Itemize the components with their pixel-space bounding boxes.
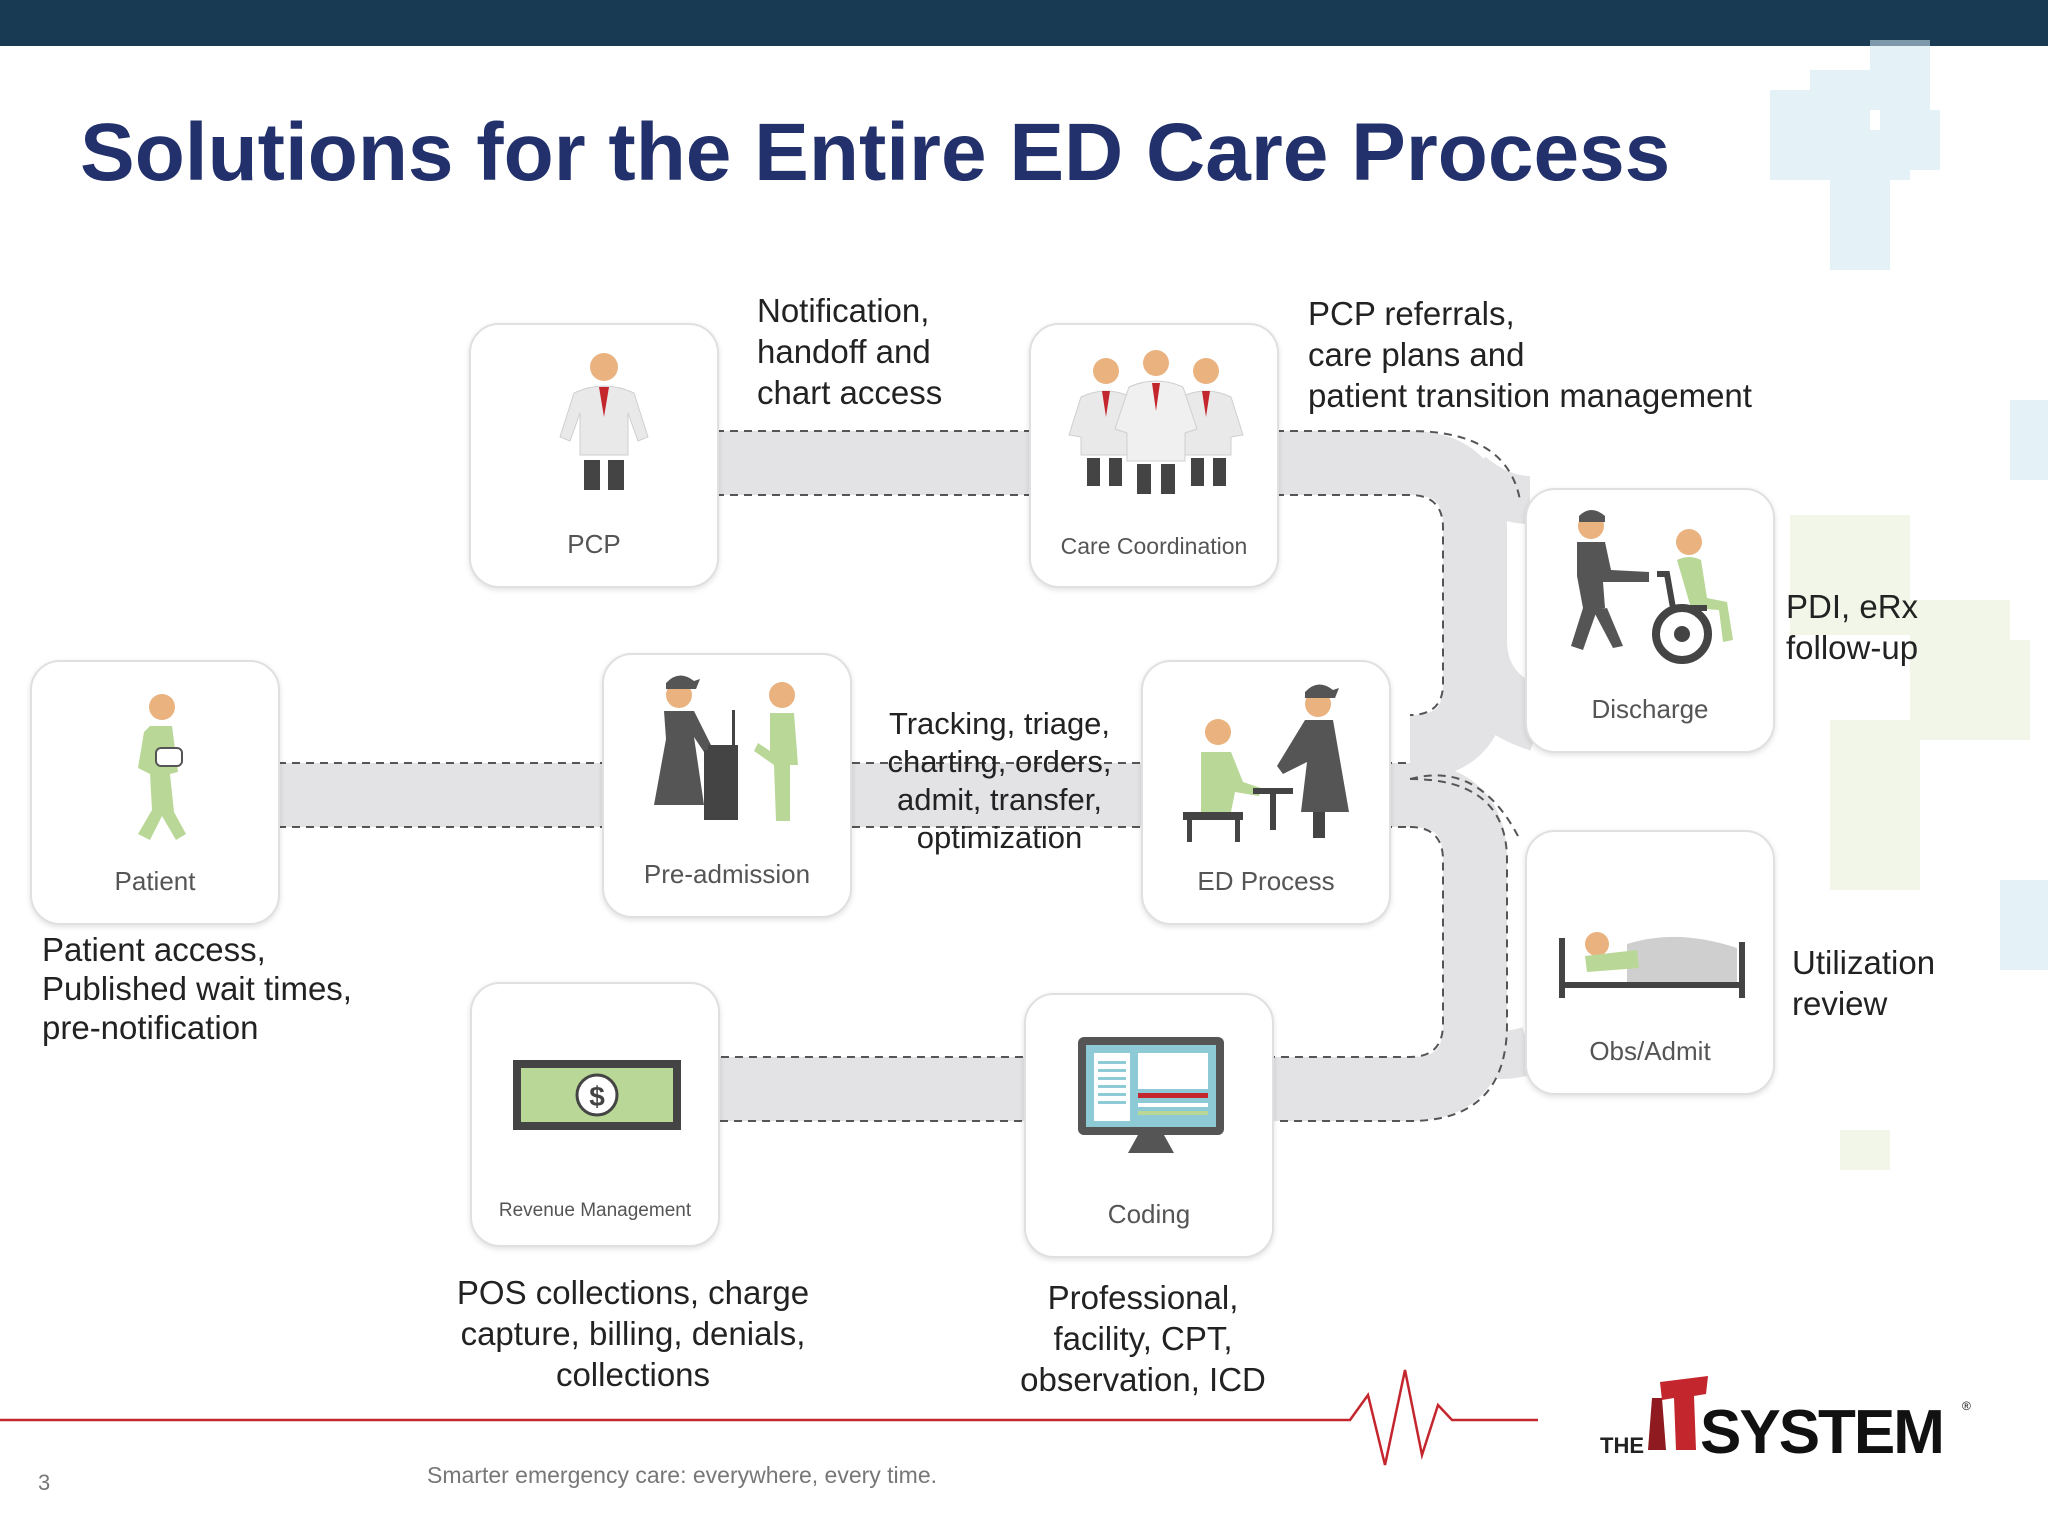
- node-patient: Patient: [30, 660, 280, 925]
- node-ed-process: ED Process: [1141, 660, 1391, 925]
- logo-name: SYSTEM: [1700, 1398, 1943, 1467]
- note-pdi-erx: PDI, eRx follow-up: [1786, 588, 1919, 666]
- node-obs-admit: Obs/Admit: [1525, 830, 1775, 1095]
- node-label-patient: Patient: [114, 866, 196, 896]
- note-tracking: Tracking, triage, charting, orders, admi…: [887, 706, 1112, 855]
- note-pcp-referrals: PCP referrals, care plans and patient tr…: [1308, 295, 1752, 414]
- wheelchair-icon: [1571, 510, 1733, 664]
- computer-monitor-icon: [1078, 1037, 1224, 1153]
- node-label-ed-process: ED Process: [1197, 866, 1335, 896]
- logo-prefix: THE: [1600, 1433, 1644, 1458]
- note-patient-access: Patient access, Published wait times, pr…: [42, 931, 352, 1046]
- node-label-discharge: Discharge: [1591, 694, 1709, 724]
- treatment-icon: [1183, 684, 1349, 842]
- care-team-icon: [1068, 350, 1244, 494]
- logo-registered: ®: [1962, 1399, 1971, 1413]
- node-label-coding: Coding: [1107, 1199, 1191, 1229]
- node-label-care-coordination: Care Coordination: [1060, 533, 1248, 559]
- node-care-coordination: Care Coordination: [1029, 323, 1279, 588]
- footer-tagline: Smarter emergency care: everywhere, ever…: [427, 1462, 938, 1488]
- node-label-pre-admission: Pre-admission: [643, 859, 811, 889]
- top-bar: [0, 0, 2048, 46]
- note-notification: Notification, handoff and chart access: [757, 292, 943, 411]
- node-label-obs-admit: Obs/Admit: [1589, 1036, 1711, 1066]
- walking-patient-icon: [138, 694, 186, 840]
- hospital-bed-icon: [1559, 932, 1745, 998]
- note-utilization: Utilization review: [1792, 944, 1936, 1022]
- node-label-pcp: PCP: [567, 529, 621, 559]
- t-system-logo: THE SYSTEM ®: [1600, 1368, 1980, 1473]
- node-coding: Coding: [1024, 993, 1274, 1258]
- doctor-icon: [559, 353, 649, 490]
- svg-text:$: $: [589, 1081, 605, 1112]
- page-number: 3: [38, 1470, 51, 1495]
- note-professional: Professional, facility, CPT, observation…: [1020, 1279, 1266, 1398]
- node-discharge: Discharge: [1525, 488, 1775, 753]
- money-icon: $: [513, 1060, 681, 1130]
- note-pos-collections: POS collections, charge capture, billing…: [456, 1274, 810, 1393]
- registration-desk-icon: [654, 675, 798, 821]
- node-pcp: PCP: [469, 323, 719, 588]
- node-revenue-management: $ Revenue Management: [470, 982, 720, 1247]
- slide-title: Solutions for the Entire ED Care Process: [80, 107, 1671, 198]
- node-label-revenue-management: Revenue Management: [498, 1200, 692, 1221]
- node-pre-admission: Pre-admission: [602, 653, 852, 918]
